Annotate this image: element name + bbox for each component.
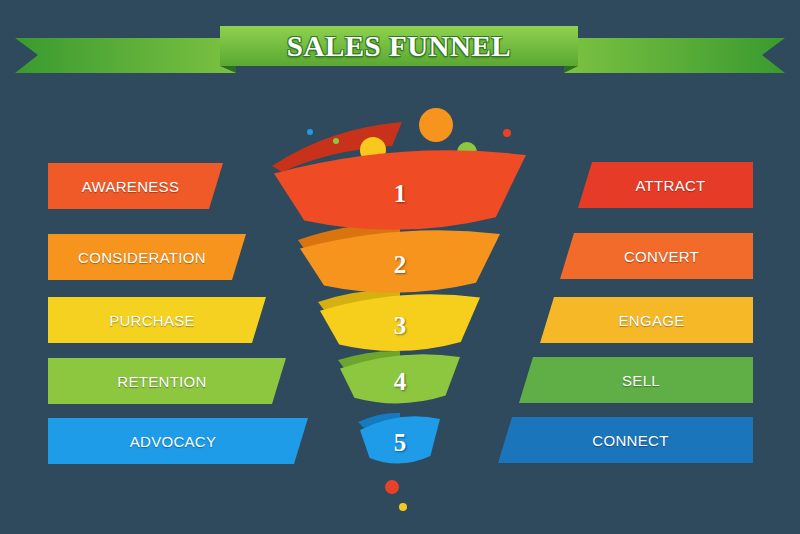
step-number: 3 [394, 312, 407, 340]
node-fill [48, 418, 308, 464]
ribbon-fold [220, 66, 236, 73]
ribbon-fold [564, 66, 578, 73]
stage-tag: CONNECT [498, 417, 753, 463]
node-fill [498, 417, 753, 463]
ball [333, 138, 339, 144]
stage-tag: ATTRACT [578, 162, 753, 208]
stage-tag: ADVOCACY [48, 418, 308, 464]
funnel-band: 4 [340, 354, 460, 406]
ball [503, 129, 511, 137]
stage-label: ATTRACT [635, 177, 705, 194]
step-number: 4 [394, 368, 407, 396]
stage-label: AWARENESS [82, 178, 179, 195]
stage-label: SELL [622, 372, 660, 389]
step-number: 1 [394, 180, 407, 208]
node-fill [560, 233, 753, 279]
stage-label: RETENTION [117, 373, 206, 390]
funnel-band: 2 [300, 230, 500, 296]
ball [385, 480, 399, 494]
ball [399, 503, 407, 511]
stage-label: PURCHASE [109, 312, 195, 329]
stage-tag: ENGAGE [540, 297, 753, 343]
stage-tag: AWARENESS [48, 163, 223, 209]
node-fill [340, 354, 460, 403]
stage-tag: PURCHASE [48, 297, 266, 343]
stage-label: CONVERT [624, 248, 699, 265]
funnel-band: 1 [274, 150, 526, 234]
node-fill [578, 162, 753, 208]
title-text: SALES FUNNEL [287, 30, 511, 63]
node-fill [48, 234, 246, 280]
ball [419, 108, 453, 142]
node-fill [48, 358, 286, 404]
node-fill [48, 163, 223, 209]
stage-tag: SELL [519, 357, 753, 403]
funnel-band: 5 [360, 416, 440, 466]
node-fill [360, 416, 440, 463]
ribbon-tail [564, 38, 785, 73]
title-banner [220, 26, 578, 66]
funnel-band: 3 [320, 294, 480, 354]
node-fill [274, 150, 526, 230]
stage-label: ENGAGE [619, 312, 685, 329]
ball [307, 129, 313, 135]
step-number: 2 [394, 251, 407, 279]
node-fill [300, 230, 500, 292]
stage-label: ADVOCACY [130, 433, 217, 450]
stage-label: CONSIDERATION [78, 249, 206, 266]
node-fill [48, 297, 266, 343]
title-box: SALES FUNNEL [220, 26, 578, 66]
stage-tag: RETENTION [48, 358, 286, 404]
node-fill [519, 357, 753, 403]
stage-tag: CONSIDERATION [48, 234, 246, 280]
node-fill [320, 294, 480, 351]
node-fill [540, 297, 753, 343]
step-number: 5 [394, 429, 407, 457]
stage-label: CONNECT [592, 432, 668, 449]
stage-tag: CONVERT [560, 233, 753, 279]
ribbon-tail [15, 38, 236, 73]
